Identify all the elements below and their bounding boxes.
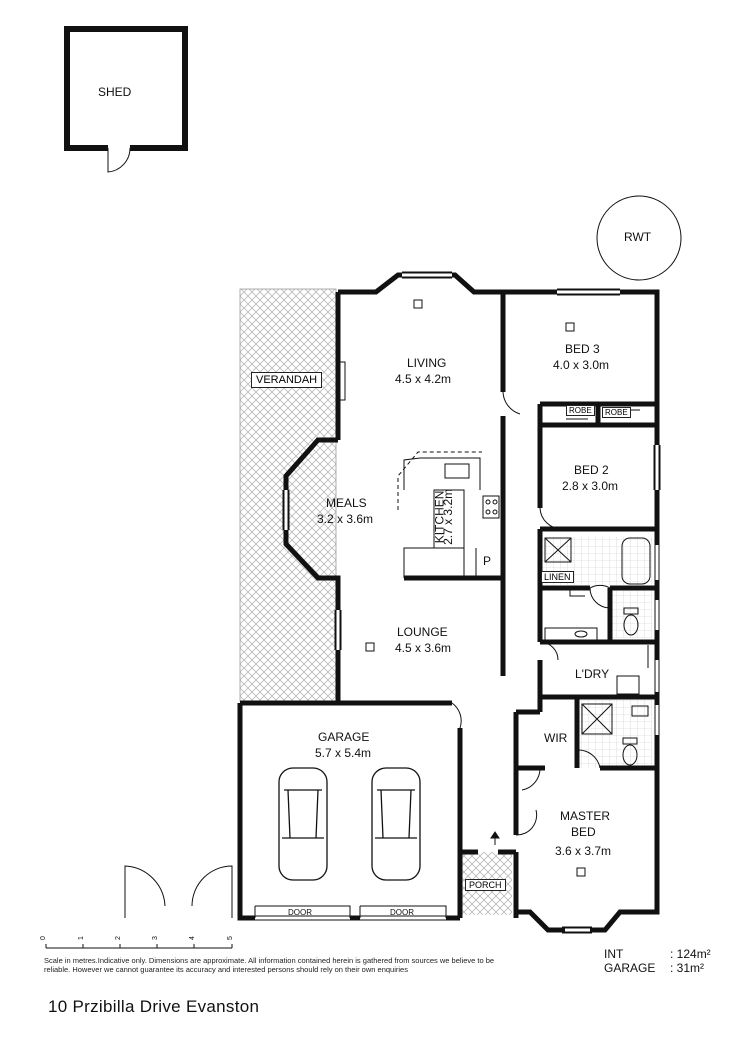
shed-label: SHED (98, 85, 132, 99)
disclaimer-text: Scale in metres.Indicative only. Dimensi… (44, 956, 495, 975)
laundry-label: L'DRY (575, 667, 610, 681)
kitchen-size: 2.7 x 3.2m (441, 488, 456, 545)
garage-name: GARAGE (318, 730, 370, 744)
living-name: LIVING (407, 356, 447, 370)
scale-tick-0: 0 (39, 936, 47, 940)
property-address: 10 Przibilla Drive Evanston (48, 997, 260, 1016)
linen-label: LINEN (541, 571, 574, 583)
int-area-label: INT (604, 947, 624, 961)
garage-door-1-label: DOOR (288, 908, 312, 917)
master-size: 3.6 x 3.7m (555, 844, 612, 858)
scale-tick-3: 3 (151, 936, 159, 940)
rwt-label: RWT (624, 230, 652, 244)
verandah-label: VERANDAH (251, 372, 323, 388)
scale-tick-2: 2 (114, 936, 122, 940)
car-right (371, 767, 421, 881)
lounge-size: 4.5 x 3.6m (395, 641, 452, 655)
bed3-size: 4.0 x 3.0m (553, 358, 610, 372)
bed2-size: 2.8 x 3.0m (562, 479, 619, 493)
robe-label-1: ROBE (566, 405, 595, 416)
internal-lines (124, 271, 661, 934)
scale-bar (45, 944, 233, 949)
master-name-1: MASTER (560, 809, 611, 823)
lounge-name: LOUNGE (397, 625, 448, 639)
scale-tick-4: 4 (188, 936, 196, 940)
area-summary: INT : 124m² GARAGE : 31m² (604, 947, 711, 975)
master-name-2: BED (571, 825, 596, 839)
garage-door-2-label: DOOR (390, 908, 414, 917)
robe-label-2: ROBE (602, 407, 631, 418)
bed2-name: BED 2 (574, 463, 609, 477)
porch-label: PORCH (465, 879, 506, 891)
int-area-value: : 124m² (670, 947, 711, 961)
pantry-label: P (483, 554, 492, 568)
garage-size: 5.7 x 5.4m (315, 746, 372, 760)
scale-tick-5: 5 (226, 936, 234, 940)
rainwater-tank (596, 195, 682, 281)
garage-area-label: GARAGE (604, 961, 656, 975)
car-left (278, 767, 328, 881)
bed3-name: BED 3 (565, 342, 600, 356)
scale-tick-1: 1 (77, 936, 85, 940)
meals-name: MEALS (326, 496, 367, 510)
living-size: 4.5 x 4.2m (395, 372, 452, 386)
wir-label: WIR (544, 731, 568, 745)
garage-area-value: : 31m² (670, 961, 705, 975)
house-walls (237, 272, 660, 933)
shed (64, 26, 188, 173)
meals-size: 3.2 x 3.6m (317, 512, 374, 526)
